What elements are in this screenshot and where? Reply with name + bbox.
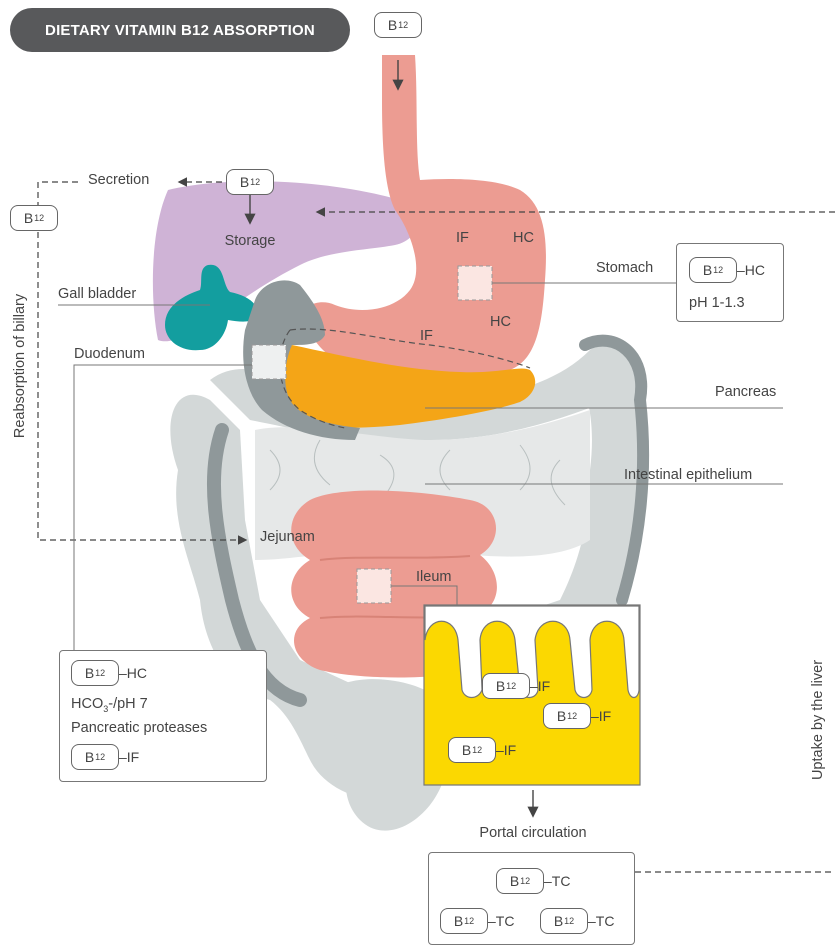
pancreas-label: Pancreas [715, 384, 776, 400]
uptake-liver-label: Uptake by the liver [810, 640, 826, 800]
duodenum-hco3: HCO3-/pH 7 [71, 696, 148, 714]
stomach-label: Stomach [596, 260, 653, 276]
stomach-marker-if-1: IF [456, 230, 469, 246]
stomach-binding-hc: –HC [737, 262, 765, 278]
portal-binding-tc-1: –TC [544, 873, 570, 889]
ileum-sample-square [357, 569, 391, 603]
diagram-title: DIETARY VITAMIN B12 ABSORPTION [10, 8, 350, 52]
duodenum-sample-square [252, 345, 286, 379]
stomach-ph: pH 1-1.3 [689, 295, 745, 311]
stomach-marker-hc-1: HC [513, 230, 534, 246]
reabsorption-label: Reabsorption of billary [12, 286, 28, 446]
stomach-marker-hc-2: HC [490, 314, 511, 330]
stomach-marker-if-2: IF [420, 328, 433, 344]
portal-circulation-label: Portal circulation [479, 825, 586, 841]
intestinal-epithelium-label: Intestinal epithelium [624, 467, 752, 483]
portal-binding-tc-2: –TC [488, 913, 514, 929]
storage-label: Storage [225, 233, 276, 249]
duodenum-proteases: Pancreatic proteases [71, 720, 207, 736]
duodenum-binding-if: –IF [119, 749, 139, 765]
duodenum-label: Duodenum [74, 346, 145, 362]
stomach-sample-square [458, 266, 492, 300]
ileum-label: Ileum [416, 569, 451, 585]
jejunam-label: Jejunam [260, 529, 315, 545]
gall-bladder-label: Gall bladder [58, 286, 136, 302]
portal-binding-tc-3: –TC [588, 913, 614, 929]
duodenum-binding-hc: –HC [119, 665, 147, 681]
ileum-binding-if-1: –IF [530, 678, 550, 694]
secretion-label: Secretion [88, 172, 149, 188]
ileum-binding-if-3: –IF [496, 742, 516, 758]
ileum-binding-if-2: –IF [591, 708, 611, 724]
